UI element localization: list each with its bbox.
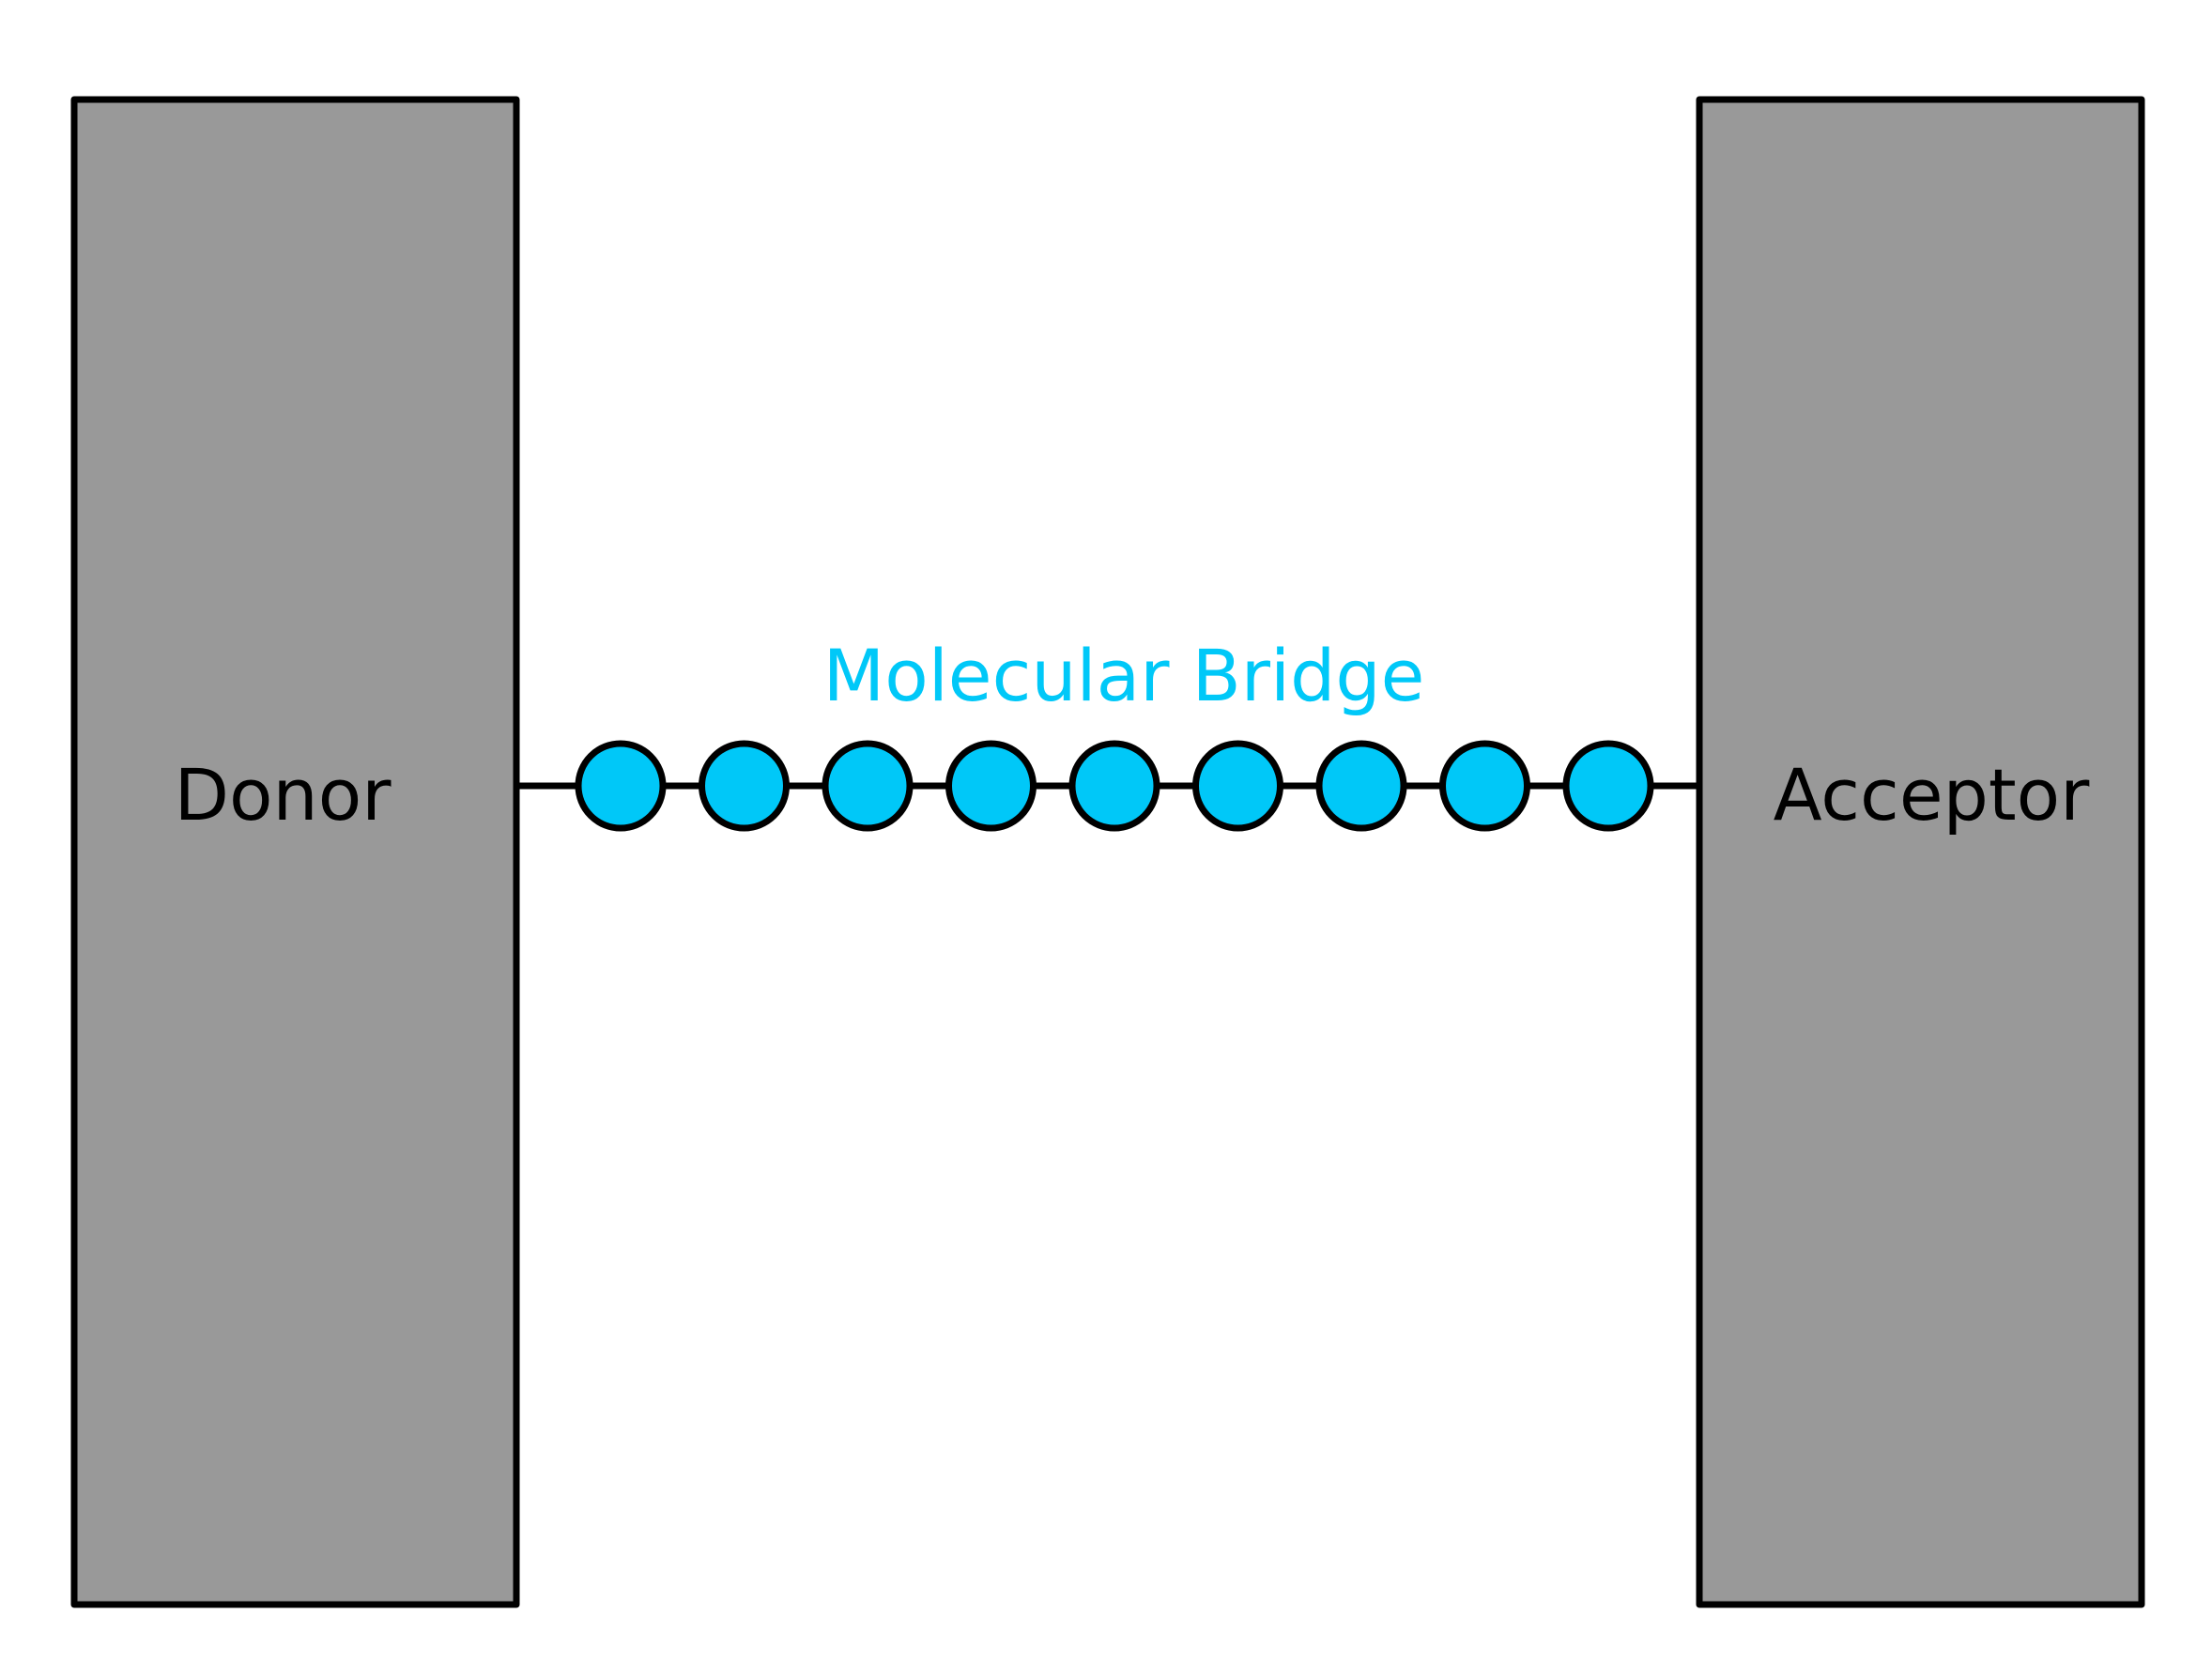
donor-rect	[70, 96, 520, 1608]
molecular-bridge: Molecular Bridge	[516, 634, 1699, 832]
bridge-unit	[1068, 740, 1160, 832]
bridge-title: Molecular Bridge	[823, 634, 1425, 717]
bridge-unit	[1192, 740, 1283, 832]
bridge-unit	[699, 740, 790, 832]
bridge-unit	[1562, 740, 1654, 832]
donor-block: Donor	[70, 96, 520, 1608]
donor-label: Donor	[175, 753, 392, 837]
bridge-unit	[822, 740, 914, 832]
bridge-unit	[575, 740, 667, 832]
bridge-unit	[1439, 740, 1530, 832]
acceptor-rect	[1696, 96, 2145, 1608]
bridge-unit	[1315, 740, 1407, 832]
acceptor-label: Acceptor	[1774, 753, 2091, 837]
bridge-units	[575, 740, 1654, 832]
bridge-unit	[945, 740, 1037, 832]
acceptor-block: Acceptor	[1696, 96, 2145, 1608]
